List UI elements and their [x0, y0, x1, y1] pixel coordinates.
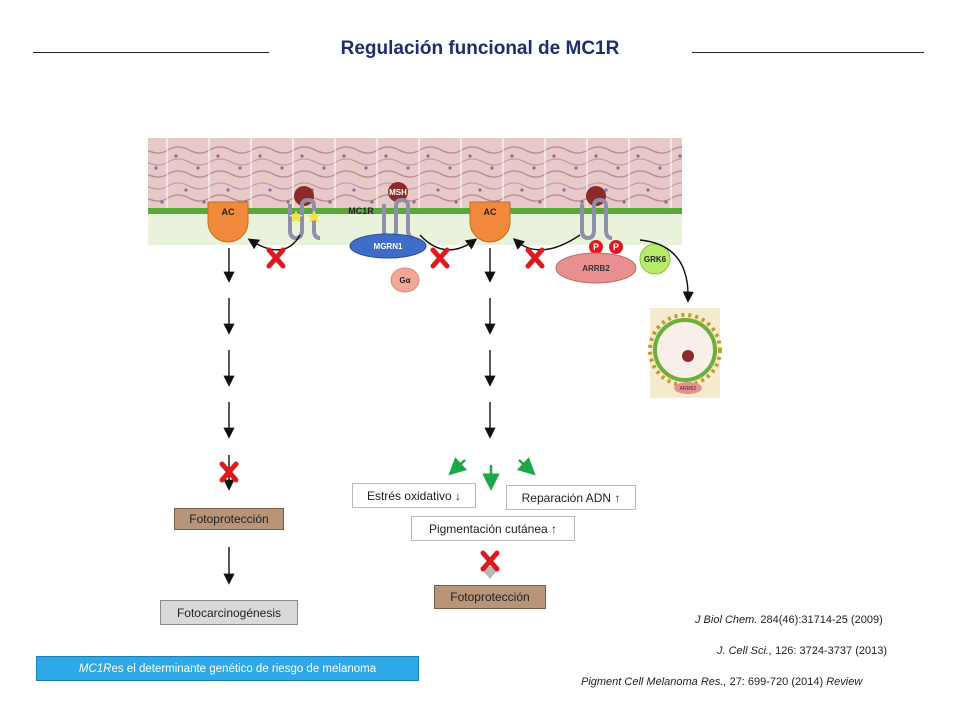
mc1r-label: MC1R	[348, 206, 374, 216]
reference-3: Pigment Cell Melanoma Res., 27: 699-720 …	[581, 676, 862, 688]
green-arrow-left	[448, 457, 468, 476]
estres-oxidativo-box: Estrés oxidativo ↓	[352, 483, 476, 508]
vesicle-arrb2-label: ARRB2	[680, 386, 697, 392]
mgrn1-label: MGRN1	[374, 242, 403, 251]
ac-right-label: AC	[484, 207, 497, 217]
right-fotoproteccion-box: Fotoprotección	[434, 585, 546, 609]
title-rule-left	[33, 52, 269, 53]
arrb2-protein	[555, 252, 637, 284]
inhibition-cross-3	[525, 247, 545, 269]
reference-1: J Biol Chem. 284(46):31714-25 (2009)	[695, 614, 883, 626]
phospho-2	[609, 240, 623, 254]
phospho-1	[589, 240, 603, 254]
inhibition-cross-2	[430, 247, 450, 269]
galpha-label: Gα	[399, 276, 410, 285]
reference-2-details: 126: 3724-3737 (2013)	[772, 645, 887, 657]
endocytic-vesicle	[648, 313, 722, 394]
reference-2: J. Cell Sci., 126: 3724-3737 (2013)	[717, 645, 887, 657]
cell-membrane	[148, 208, 682, 214]
page-title: Regulación funcional de MC1R	[340, 38, 620, 59]
pigmentacion-cutanea-box: Pigmentación cutánea ↑	[411, 516, 575, 541]
reference-1-details: 284(46):31714-25 (2009)	[757, 614, 883, 626]
mgrn1-protein	[349, 233, 427, 259]
phospho-1-label: P	[593, 242, 599, 252]
title-rule-right	[692, 52, 924, 53]
adenylyl-cyclase-left	[207, 201, 249, 243]
green-arrow-right	[516, 457, 536, 476]
melanoma-risk-note: MC1R es el determinante genético de ries…	[36, 656, 419, 681]
msh-label: MSH	[389, 188, 407, 197]
mc1r-receptor-right	[580, 186, 613, 241]
note-gene-name: MC1R	[78, 662, 112, 675]
fotocarcinogenesis-box: Fotocarcinogénesis	[160, 600, 298, 625]
reference-2-journal: J. Cell Sci.,	[717, 645, 773, 657]
reference-3-details: 27: 699-720 (2014)	[726, 676, 824, 688]
grk6-label: GRK6	[644, 255, 667, 264]
galpha-protein	[390, 267, 420, 293]
arrb2-label: ARRB2	[582, 264, 610, 273]
mc1r-receptor-left	[288, 186, 321, 241]
right-inhibition-cross	[480, 550, 500, 572]
internalization-arrow	[639, 239, 694, 303]
reparacion-adn-box: Reparación ADN ↑	[506, 485, 636, 510]
note-text: es el determinante genético de riesgo de…	[111, 662, 377, 675]
arrow-to-ac-left	[247, 234, 301, 251]
ac-left-label: AC	[222, 207, 235, 217]
reference-1-journal: J Biol Chem.	[695, 614, 758, 626]
left-fotoproteccion-box: Fotoprotección	[174, 508, 284, 530]
adenylyl-cyclase-right	[469, 201, 511, 243]
inhibition-cross-1	[266, 247, 286, 269]
grk6-protein	[639, 243, 671, 275]
phospho-2-label: P	[613, 242, 619, 252]
reference-3-journal: Pigment Cell Melanoma Res.,	[581, 676, 727, 688]
left-inhibition-cross	[219, 461, 239, 483]
reference-3-suffix: Review	[823, 676, 863, 688]
